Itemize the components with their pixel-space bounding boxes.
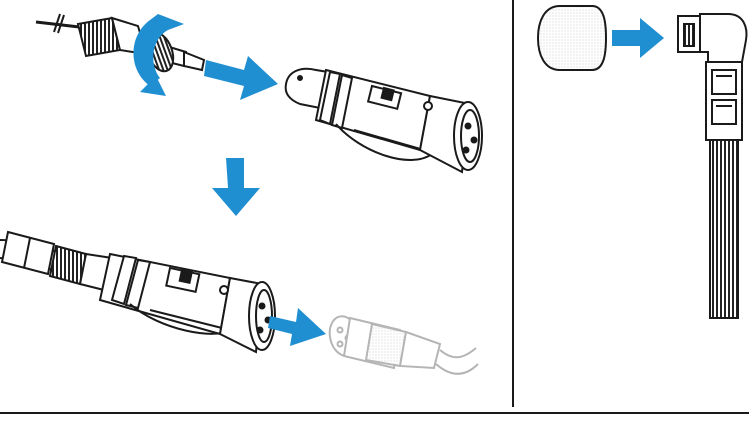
- gooseneck-microphone: [677, 13, 748, 319]
- arrow-down: [212, 158, 260, 216]
- xlr-adapter-top: [284, 67, 483, 174]
- foam-windscreen: [536, 5, 608, 71]
- xlr-adapter-bottom: [0, 230, 276, 354]
- arrow-right-3: [612, 18, 664, 58]
- rotate-arrow: [133, 14, 184, 96]
- arrow-right-1: [204, 56, 278, 100]
- xlr-cable-faded: [328, 315, 479, 375]
- arrow-right-2: [268, 308, 326, 346]
